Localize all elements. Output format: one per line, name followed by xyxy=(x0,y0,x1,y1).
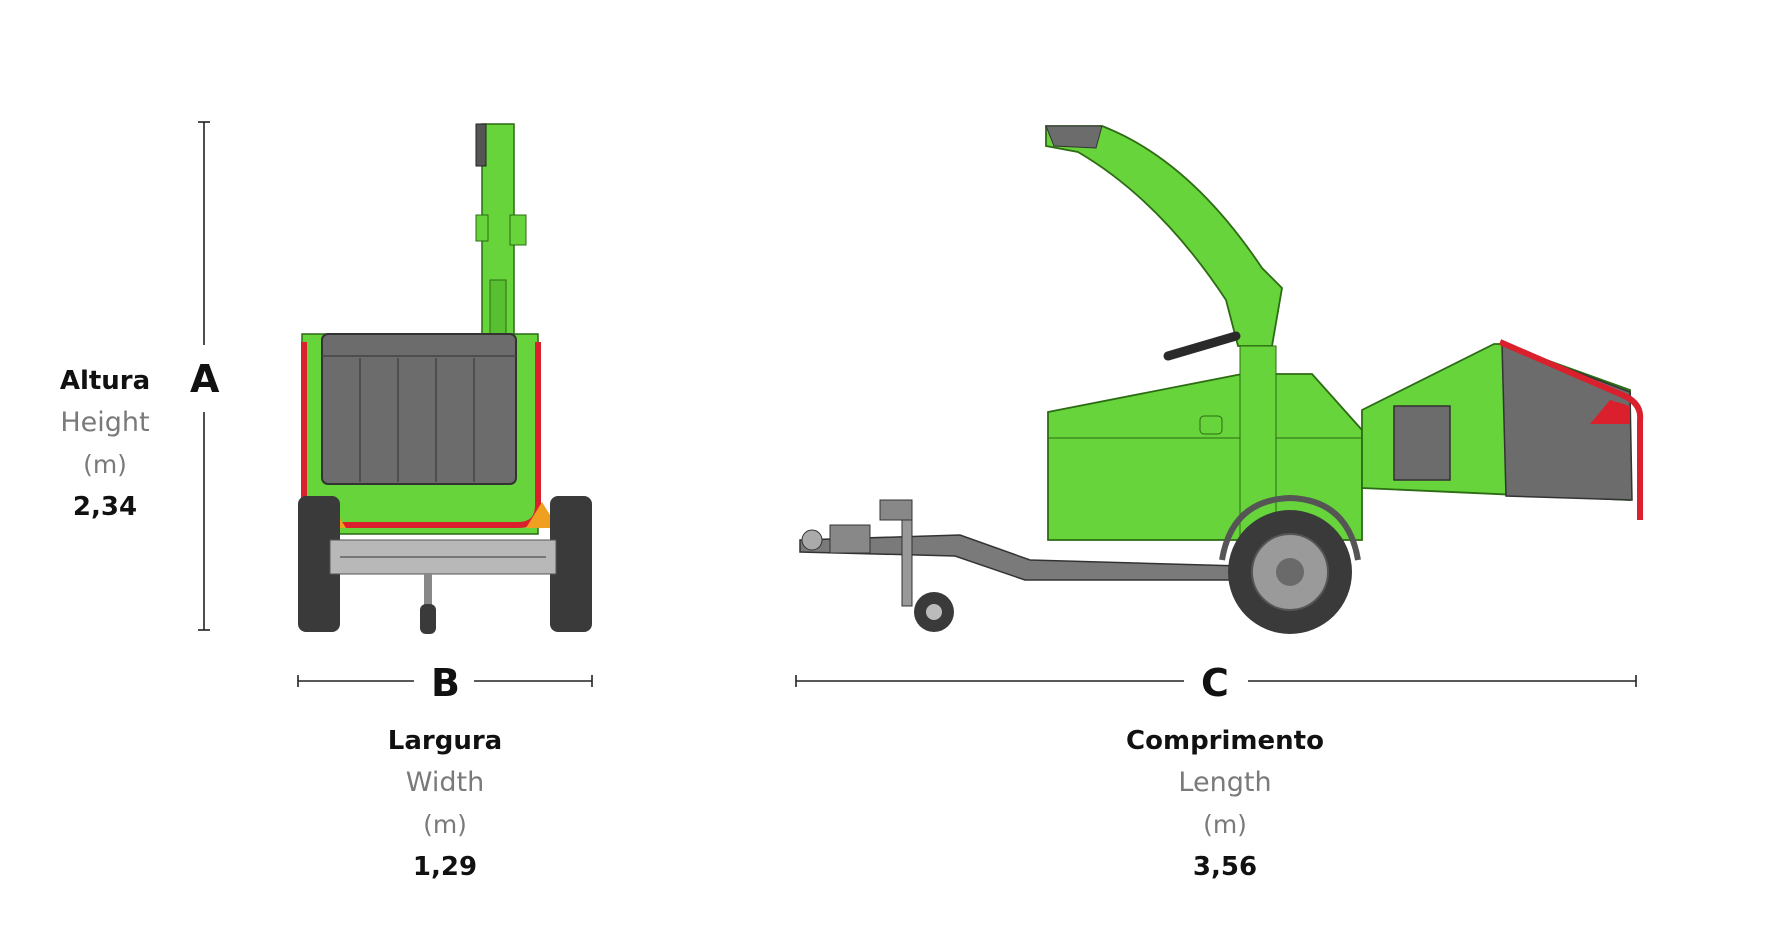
length-dimension-letter: C xyxy=(1201,661,1229,705)
width-dimension-letter: B xyxy=(431,661,460,705)
width-info: Largura Width (m) 1,29 xyxy=(355,720,535,888)
height-dimension-letter: A xyxy=(190,357,220,401)
length-info: Comprimento Length (m) 3,56 xyxy=(1100,720,1350,888)
height-label-en: Height xyxy=(60,407,150,438)
chipper-front-view xyxy=(298,123,592,634)
height-info: Altura Height (m) 2,34 xyxy=(40,360,170,528)
length-label-en: Length xyxy=(1178,767,1272,798)
chipper-side-view xyxy=(799,125,1644,634)
width-label-pt: Largura xyxy=(387,726,503,756)
height-value: 2,34 xyxy=(72,492,138,522)
width-dimension-line xyxy=(297,675,593,687)
length-label-pt: Comprimento xyxy=(1126,726,1324,756)
height-label-pt: Altura xyxy=(59,366,151,396)
width-unit: (m) xyxy=(423,810,467,839)
width-label-en: Width xyxy=(405,767,485,798)
length-unit: (m) xyxy=(1203,810,1247,839)
width-value: 1,29 xyxy=(412,852,478,882)
length-value: 3,56 xyxy=(1192,852,1258,882)
height-unit: (m) xyxy=(83,450,127,479)
length-dimension-line xyxy=(795,675,1637,687)
height-dimension-line xyxy=(198,121,210,631)
